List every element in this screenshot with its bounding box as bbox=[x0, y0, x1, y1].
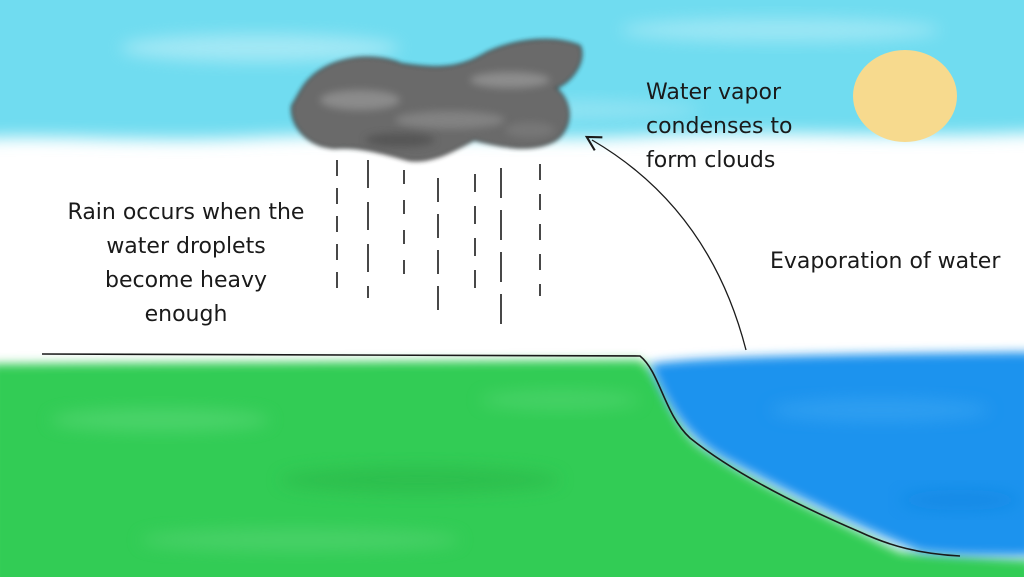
rain-label-line: Rain occurs when the bbox=[67, 200, 305, 225]
rain-streaks bbox=[336, 160, 541, 326]
evaporation-label: Evaporation of water bbox=[770, 249, 1001, 274]
condensation-label-line: condenses to bbox=[646, 114, 793, 139]
evaporation-arrow bbox=[584, 135, 747, 351]
land-area bbox=[0, 360, 1024, 577]
rain-label-line: enough bbox=[144, 302, 228, 327]
ground-outline bbox=[41, 353, 961, 557]
condensation-label: Water vapor condenses to form clouds bbox=[646, 76, 792, 178]
sun-icon bbox=[853, 50, 957, 142]
water-body bbox=[650, 352, 1024, 556]
rain-label-line: water droplets bbox=[106, 234, 266, 259]
rain-label: Rain occurs when the water droplets beco… bbox=[48, 196, 324, 332]
rain-label-line: become heavy bbox=[104, 268, 267, 293]
condensation-label-line: Water vapor bbox=[646, 80, 781, 105]
condensation-label-line: form clouds bbox=[646, 148, 776, 173]
cloud-icon bbox=[291, 39, 583, 162]
